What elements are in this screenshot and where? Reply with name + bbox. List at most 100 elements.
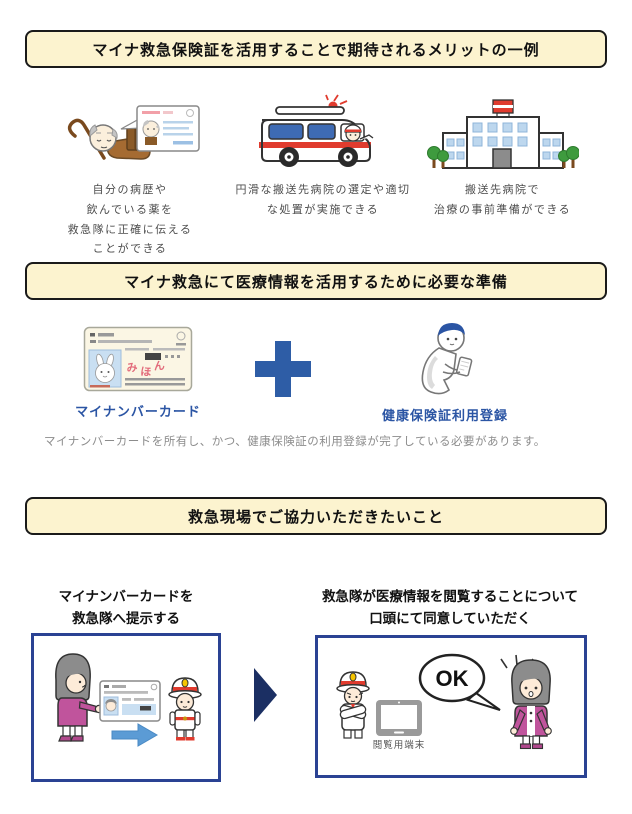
trees xyxy=(426,146,579,168)
rabbit-mascot xyxy=(95,353,115,383)
paramedic xyxy=(168,677,202,741)
face xyxy=(175,692,195,712)
viewing-tablet xyxy=(376,700,422,736)
leg xyxy=(522,735,531,745)
roof-lightbar xyxy=(274,106,345,115)
windows xyxy=(446,122,560,160)
arm xyxy=(536,709,550,731)
driver-arm xyxy=(359,134,373,140)
registration-person-icon xyxy=(421,323,473,395)
shoe xyxy=(519,743,532,750)
insurance-registration-block: 健康保険証利用登録 xyxy=(370,318,520,424)
step2-title-line: 救急隊が医療情報を閲覧することについて xyxy=(321,589,579,604)
smartphone xyxy=(455,356,473,377)
siren-flash xyxy=(324,94,347,105)
plus-icon xyxy=(255,341,311,397)
hospital-icon xyxy=(426,99,579,169)
sample-handwriting: み ほ ん xyxy=(126,359,166,379)
leg xyxy=(532,735,541,745)
merit-item-transport: 円滑な搬送先病院の選定や適切 な処置が実施できる xyxy=(228,94,418,221)
leg xyxy=(74,725,83,737)
side-window xyxy=(267,123,304,140)
mynumber-card-small xyxy=(99,680,161,722)
fringe xyxy=(64,669,88,679)
leg xyxy=(343,729,352,739)
mynumber-card-label: マイナンバーカード xyxy=(75,404,201,419)
hand-over-arrow xyxy=(111,723,158,747)
leg xyxy=(354,729,363,739)
caption-line: 救急隊に正確に伝える xyxy=(67,223,193,236)
step1-title-line: マイナンバーカードを xyxy=(58,589,194,604)
step2-title-line: 口頭にて同意していただく xyxy=(369,610,531,626)
caption-line: ことができる xyxy=(92,243,168,256)
cooperation-heading-text: 救急現場でご協力いただきたいこと xyxy=(187,508,444,526)
body-shading xyxy=(427,356,438,389)
shoe xyxy=(58,735,72,742)
crossed-arm xyxy=(339,704,367,720)
patient-woman xyxy=(55,653,104,742)
preparation-heading-text: マイナ救急にて医療情報を活用するために必要な準備 xyxy=(124,273,508,291)
helmet-emblem xyxy=(181,678,189,688)
registration-label: 健康保険証利用登録 xyxy=(381,408,508,423)
step1-title-line: 救急隊へ提示する xyxy=(72,610,180,626)
side-window xyxy=(306,123,336,140)
paramedic-crossed-arms xyxy=(336,671,370,739)
arm xyxy=(512,709,526,731)
elderly-patient-card-illustration xyxy=(35,98,225,174)
elderly-head xyxy=(89,124,117,152)
svg-text:み: み xyxy=(126,361,139,375)
step1-title: マイナンバーカードを 救急隊へ提示する xyxy=(31,586,221,629)
merit-item-hospital: 搬送先病院で 治療の事前準備ができる xyxy=(410,98,595,221)
fringe xyxy=(519,673,544,683)
merit-caption: 自分の病歴や 飲んでいる薬を 救急隊に正確に伝える ことができる xyxy=(35,181,225,260)
hand xyxy=(510,727,518,735)
helmet-emblem xyxy=(349,672,357,682)
caption-line: 治療の事前準備ができる xyxy=(433,203,572,216)
next-step-arrow-icon xyxy=(254,668,277,722)
step1-illustration-box xyxy=(31,633,221,782)
mynumber-card-icon: み ほ ん xyxy=(83,326,193,392)
caption-line: 搬送先病院で xyxy=(465,184,540,196)
helmet-band xyxy=(341,681,365,686)
merits-heading-text: マイナ救急保険証を活用することで期待されるメリットの一例 xyxy=(92,41,540,59)
preparation-note: マイナンバーカードを所有し、かつ、健康保険証の利用登録が完了している必要がありま… xyxy=(44,436,546,448)
leg xyxy=(62,725,71,737)
ok-text: OK xyxy=(436,666,469,691)
cooperation-section-heading: 救急現場でご協力いただきたいこと xyxy=(25,497,607,535)
consenting-woman xyxy=(500,654,552,750)
hospital-illustration xyxy=(410,98,595,174)
right-wing xyxy=(537,132,564,169)
merits-section-heading: マイナ救急保険証を活用することで期待されるメリットの一例 xyxy=(25,30,607,68)
merit-caption: 円滑な搬送先病院の選定や適切 な処置が実施できる xyxy=(228,181,418,221)
left-wing xyxy=(441,132,468,169)
consent-scene: 閲覧用端末 OK xyxy=(336,653,552,751)
arm xyxy=(169,711,176,726)
mynumber-card-block: み ほ ん マイナンバーカード xyxy=(58,326,218,420)
caption-line: 飲んでいる薬を xyxy=(86,203,174,216)
merit-caption: 搬送先病院で 治療の事前準備ができる xyxy=(410,181,595,221)
ambulance-icon xyxy=(258,94,373,167)
present-card-scene xyxy=(55,653,202,747)
scarf xyxy=(351,704,355,710)
ok-speech-bubble: OK xyxy=(418,653,501,711)
code-box xyxy=(145,353,161,360)
open-mouth xyxy=(528,691,534,697)
shoe xyxy=(70,735,84,742)
blue-hair xyxy=(438,323,465,336)
entrance-door xyxy=(491,148,512,169)
red-stripe xyxy=(258,142,371,148)
step2-illustration-box: 閲覧用端末 OK xyxy=(315,635,587,778)
arm xyxy=(442,371,461,375)
hand xyxy=(544,727,552,735)
face xyxy=(65,672,87,694)
step2-title: 救急隊が医療情報を閲覧することについて 口頭にて同意していただく xyxy=(302,586,598,629)
merit-item-history: 自分の病歴や 飲んでいる薬を 救急隊に正確に伝える ことができる xyxy=(35,98,225,260)
preparation-section-heading: マイナ救急にて医療情報を活用するために必要な準備 xyxy=(25,262,607,300)
caption-line: な処置が実施できる xyxy=(266,203,380,216)
caption-line: 円滑な搬送先病院の選定や適切 xyxy=(235,184,411,196)
person-body xyxy=(421,347,457,395)
svg-text:ん: ん xyxy=(153,359,165,373)
ambulance-illustration xyxy=(228,94,418,174)
cane xyxy=(67,118,106,160)
